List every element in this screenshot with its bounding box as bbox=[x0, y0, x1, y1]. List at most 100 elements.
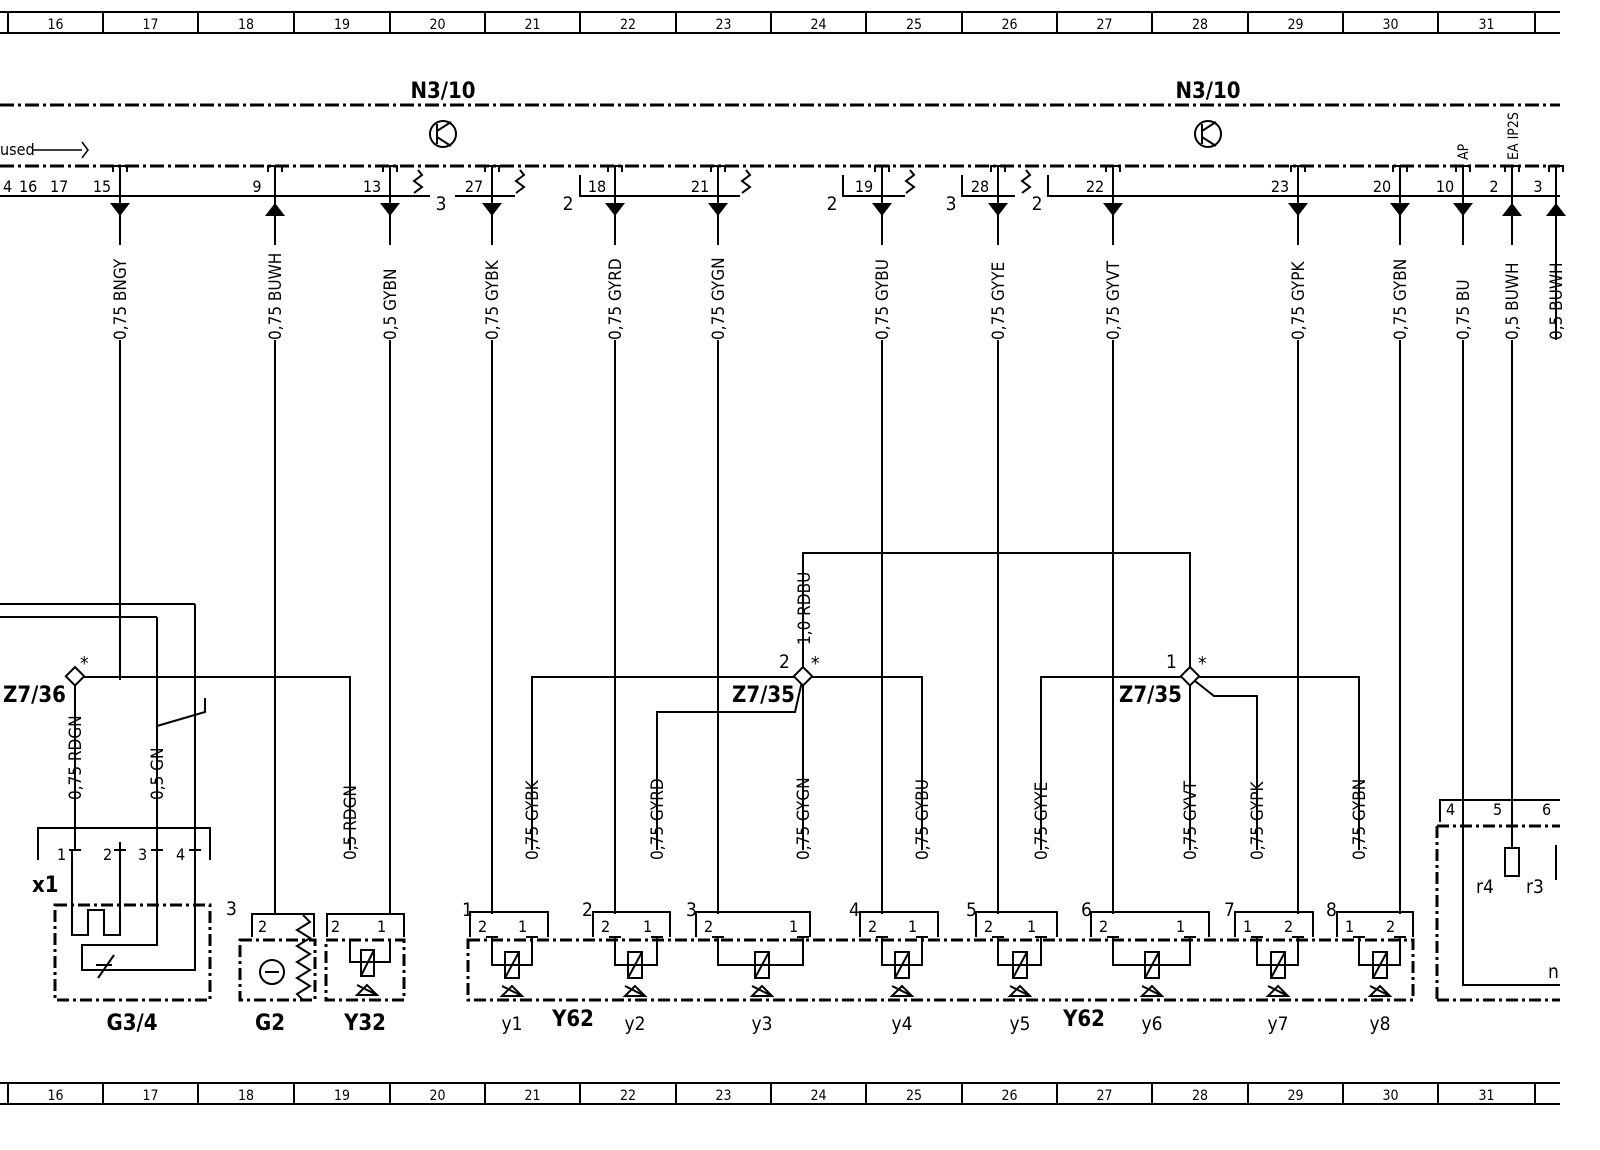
grid-number: 16 bbox=[47, 17, 63, 33]
valve-number: 1 bbox=[462, 899, 473, 921]
valve-icon bbox=[499, 984, 525, 997]
grid-number: 30 bbox=[1382, 1088, 1398, 1104]
pin-number: 6 bbox=[1542, 800, 1551, 819]
grid-number: 25 bbox=[906, 17, 922, 33]
grid-number: 22 bbox=[620, 1088, 636, 1104]
pin-number: 15 bbox=[93, 177, 111, 196]
transistor-icon-right bbox=[1194, 120, 1222, 148]
grid-number: 29 bbox=[1287, 17, 1303, 33]
pin-number: 9 bbox=[252, 177, 261, 196]
grid-number: 17 bbox=[142, 17, 158, 33]
grid-number: 28 bbox=[1192, 17, 1208, 33]
grid-number: 26 bbox=[1001, 17, 1017, 33]
wire-label: 0,75 GYVT bbox=[1104, 260, 1124, 340]
valve-label: y3 bbox=[752, 1013, 773, 1035]
valve-icon bbox=[889, 984, 915, 997]
grid-number: 31 bbox=[1478, 17, 1494, 33]
bus-harness: 1,0 RDBU bbox=[0, 552, 1191, 971]
wire-label: 0,75 BU bbox=[1454, 279, 1474, 340]
pin-number: 1 bbox=[377, 917, 386, 936]
valve-label: y7 bbox=[1268, 1013, 1289, 1035]
pin-number: 2 bbox=[704, 917, 713, 936]
wire-label: 0,5 BUWH bbox=[1503, 263, 1523, 341]
pin-connector bbox=[114, 842, 126, 851]
solenoid-icon bbox=[504, 951, 520, 979]
grid-number: 26 bbox=[1001, 1088, 1017, 1104]
bus-wire-label: 1,0 RDBU bbox=[795, 572, 815, 645]
arrow-down-icon bbox=[110, 203, 130, 216]
pin-number: 2 bbox=[984, 917, 993, 936]
pin-number: 13 bbox=[363, 177, 381, 196]
valve-icon bbox=[1265, 984, 1291, 997]
transistor-icon-left bbox=[429, 120, 457, 148]
component-label: G2 bbox=[255, 1011, 285, 1036]
component-label: G3/4 bbox=[106, 1011, 157, 1036]
control-unit-n3-10: N3/10 N3/10 used 3 2 2 3 2 4 16 17 AP EA… bbox=[0, 79, 1560, 215]
pin-number: 1 bbox=[1027, 917, 1036, 936]
pin-number: 1 bbox=[57, 845, 66, 864]
component-g3-4: x1 G3/4 1 2 3 4 bbox=[32, 617, 212, 1036]
pin-number: 2 bbox=[601, 917, 610, 936]
splice-mark: * bbox=[811, 653, 820, 675]
unused-pin-number: 17 bbox=[50, 177, 68, 196]
grid-number: 23 bbox=[715, 17, 731, 33]
valve-number: 5 bbox=[966, 899, 977, 921]
arrow-up-icon bbox=[265, 203, 285, 216]
wire-label: 0,75 GYBU bbox=[913, 779, 933, 860]
splice-number: 2 bbox=[779, 651, 790, 673]
wire-label: 0,75 BUWH bbox=[266, 253, 286, 340]
pin-number: 28 bbox=[971, 177, 989, 196]
pin-number: 1 bbox=[643, 917, 652, 936]
valve-number: 3 bbox=[686, 899, 697, 921]
valve-label: y1 bbox=[502, 1013, 523, 1035]
wire-label: 0,75 GYBK bbox=[523, 779, 543, 860]
group-number: 3 bbox=[946, 193, 957, 215]
solenoid-icon bbox=[627, 951, 643, 979]
pin-number: 2 bbox=[103, 845, 112, 864]
grid-number: 28 bbox=[1192, 1088, 1208, 1104]
splice-z7-35-2: Z7/35 2 * bbox=[531, 651, 923, 850]
valve-number: 4 bbox=[849, 899, 860, 921]
connector-label: x1 bbox=[32, 873, 59, 898]
wire-label: 0,75 GYBN bbox=[1391, 259, 1411, 340]
valve-number: 7 bbox=[1224, 899, 1235, 921]
splice-label: Z7/35 bbox=[1119, 683, 1182, 708]
resistor-label: r3 bbox=[1526, 876, 1544, 898]
arrow-down-icon bbox=[988, 203, 1008, 216]
solenoid-icon bbox=[1270, 951, 1286, 979]
grid-number: 25 bbox=[906, 1088, 922, 1104]
splice-z7-36: Z7/36 * bbox=[3, 653, 351, 850]
grid-number: 23 bbox=[715, 1088, 731, 1104]
pin-number: 1 bbox=[1243, 917, 1252, 936]
valve-number: 6 bbox=[1081, 899, 1092, 921]
grid-number: 21 bbox=[524, 17, 540, 33]
solenoid-icon bbox=[754, 951, 770, 979]
arrow-down-icon bbox=[1390, 203, 1410, 216]
pin-number: 2 bbox=[478, 917, 487, 936]
module-side-label-ea: EA IP2S bbox=[1506, 112, 1522, 160]
group-number: 3 bbox=[436, 193, 447, 215]
grid-number: 20 bbox=[429, 1088, 445, 1104]
grid-number: 16 bbox=[47, 1088, 63, 1104]
module-label-left: N3/10 bbox=[410, 79, 475, 104]
pin-number: 2 bbox=[331, 917, 340, 936]
grid-number: 19 bbox=[334, 1088, 350, 1104]
module-label-right: N3/10 bbox=[1175, 79, 1240, 104]
wire-label: 0,75 GYBK bbox=[483, 259, 503, 340]
valve-icon bbox=[622, 984, 648, 997]
arrow-down-icon bbox=[605, 203, 625, 216]
arrow-down-icon bbox=[1103, 203, 1123, 216]
valve-label: y6 bbox=[1142, 1013, 1163, 1035]
pin-number: 1 bbox=[908, 917, 917, 936]
pin-number: 3 bbox=[1533, 177, 1542, 196]
